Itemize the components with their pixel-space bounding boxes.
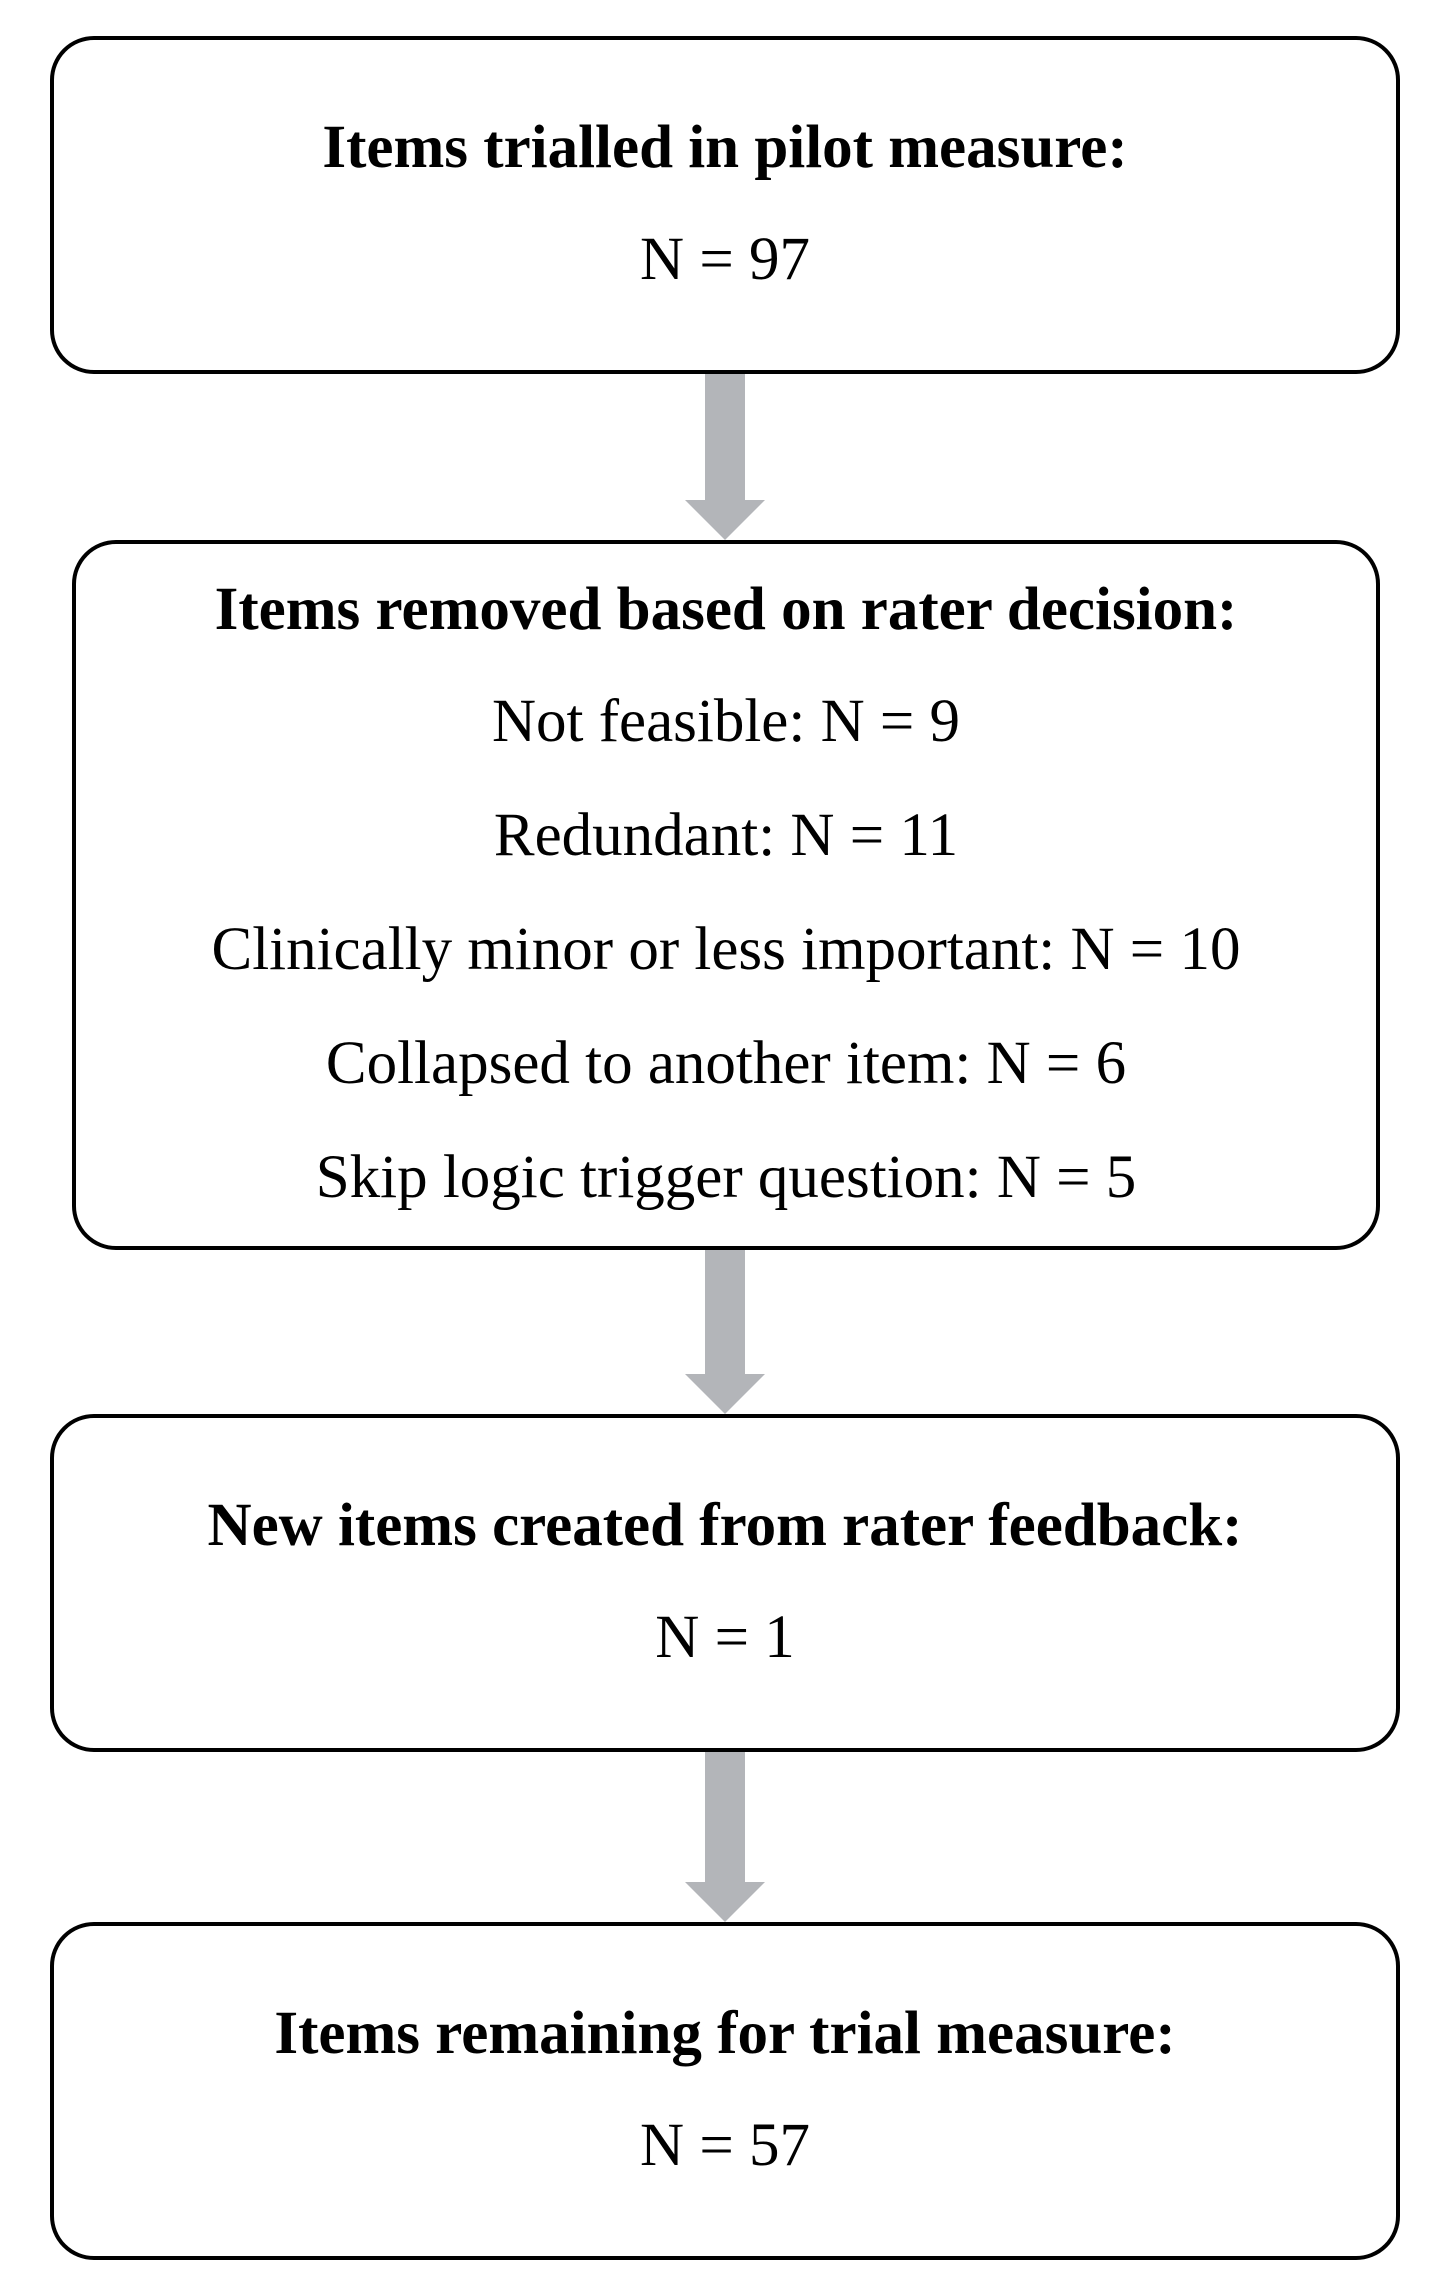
step-count: N = 1 xyxy=(655,1604,795,1671)
step-box-removed-items: Items removed based on rater decision: N… xyxy=(72,540,1380,1250)
step-box-new-items: New items created from rater feedback: N… xyxy=(50,1414,1400,1752)
down-arrow-icon xyxy=(685,1250,765,1414)
removal-reason-not-feasible: Not feasible: N = 9 xyxy=(491,688,961,755)
step-title: Items trialled in pilot measure: xyxy=(322,114,1128,181)
step-title: Items remaining for trial measure: xyxy=(274,2000,1176,2067)
step-count: N = 57 xyxy=(640,2112,810,2179)
step-box-remaining-items: Items remaining for trial measure: N = 5… xyxy=(50,1922,1400,2260)
step-title: New items created from rater feedback: xyxy=(207,1492,1243,1559)
down-arrow-icon xyxy=(685,374,765,540)
removal-reason-skip-logic: Skip logic trigger question: N = 5 xyxy=(315,1144,1137,1211)
step-box-pilot-items: Items trialled in pilot measure: N = 97 xyxy=(50,36,1400,374)
step-title: Items removed based on rater decision: xyxy=(214,576,1238,643)
step-count: N = 97 xyxy=(640,226,810,293)
removal-reason-clinically-minor: Clinically minor or less important: N = … xyxy=(211,916,1241,983)
removal-reason-collapsed: Collapsed to another item: N = 6 xyxy=(325,1030,1127,1097)
down-arrow-icon xyxy=(685,1752,765,1922)
removal-reason-redundant: Redundant: N = 11 xyxy=(493,802,959,869)
